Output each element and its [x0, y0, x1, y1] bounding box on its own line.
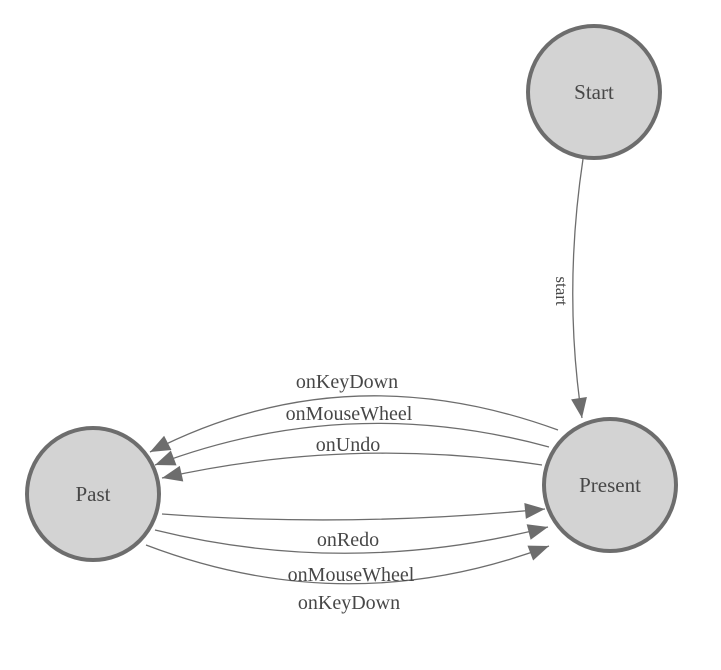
edge-label-onmousewheel-bottom: onMouseWheel: [288, 564, 415, 586]
edge-label-onmousewheel-top: onMouseWheel: [286, 403, 413, 425]
edge-present-to-past-onundo: [161, 452, 543, 482]
edge-label-start: start: [552, 276, 571, 306]
edge-past-to-present-onmousewheel: [154, 524, 549, 554]
node-present-label: Present: [579, 473, 641, 497]
labels-layer: Start Present Past start onKeyDown onMou…: [75, 80, 641, 614]
edge-past-to-present-onkeydown: [145, 544, 550, 585]
edges-layer: [145, 158, 587, 585]
edge-start-to-present: [571, 158, 587, 419]
edge-label-onundo: onUndo: [316, 434, 380, 456]
node-circles: [25, 24, 678, 562]
node-start-label: Start: [574, 80, 614, 104]
nodes-layer: [25, 24, 678, 562]
node-present[interactable]: [542, 417, 678, 553]
edge-present-to-past-onmousewheel: [154, 422, 550, 466]
node-start[interactable]: [526, 24, 662, 160]
edge-label-onkeydown-top: onKeyDown: [296, 371, 398, 393]
edge-label-onredo: onRedo: [317, 529, 379, 551]
edge-label-onkeydown-bottom: onKeyDown: [298, 592, 400, 614]
node-past-label: Past: [75, 482, 110, 506]
node-past[interactable]: [25, 426, 161, 562]
edge-present-to-past-onkeydown: [149, 395, 559, 453]
edge-past-to-present-onredo: [161, 502, 546, 521]
